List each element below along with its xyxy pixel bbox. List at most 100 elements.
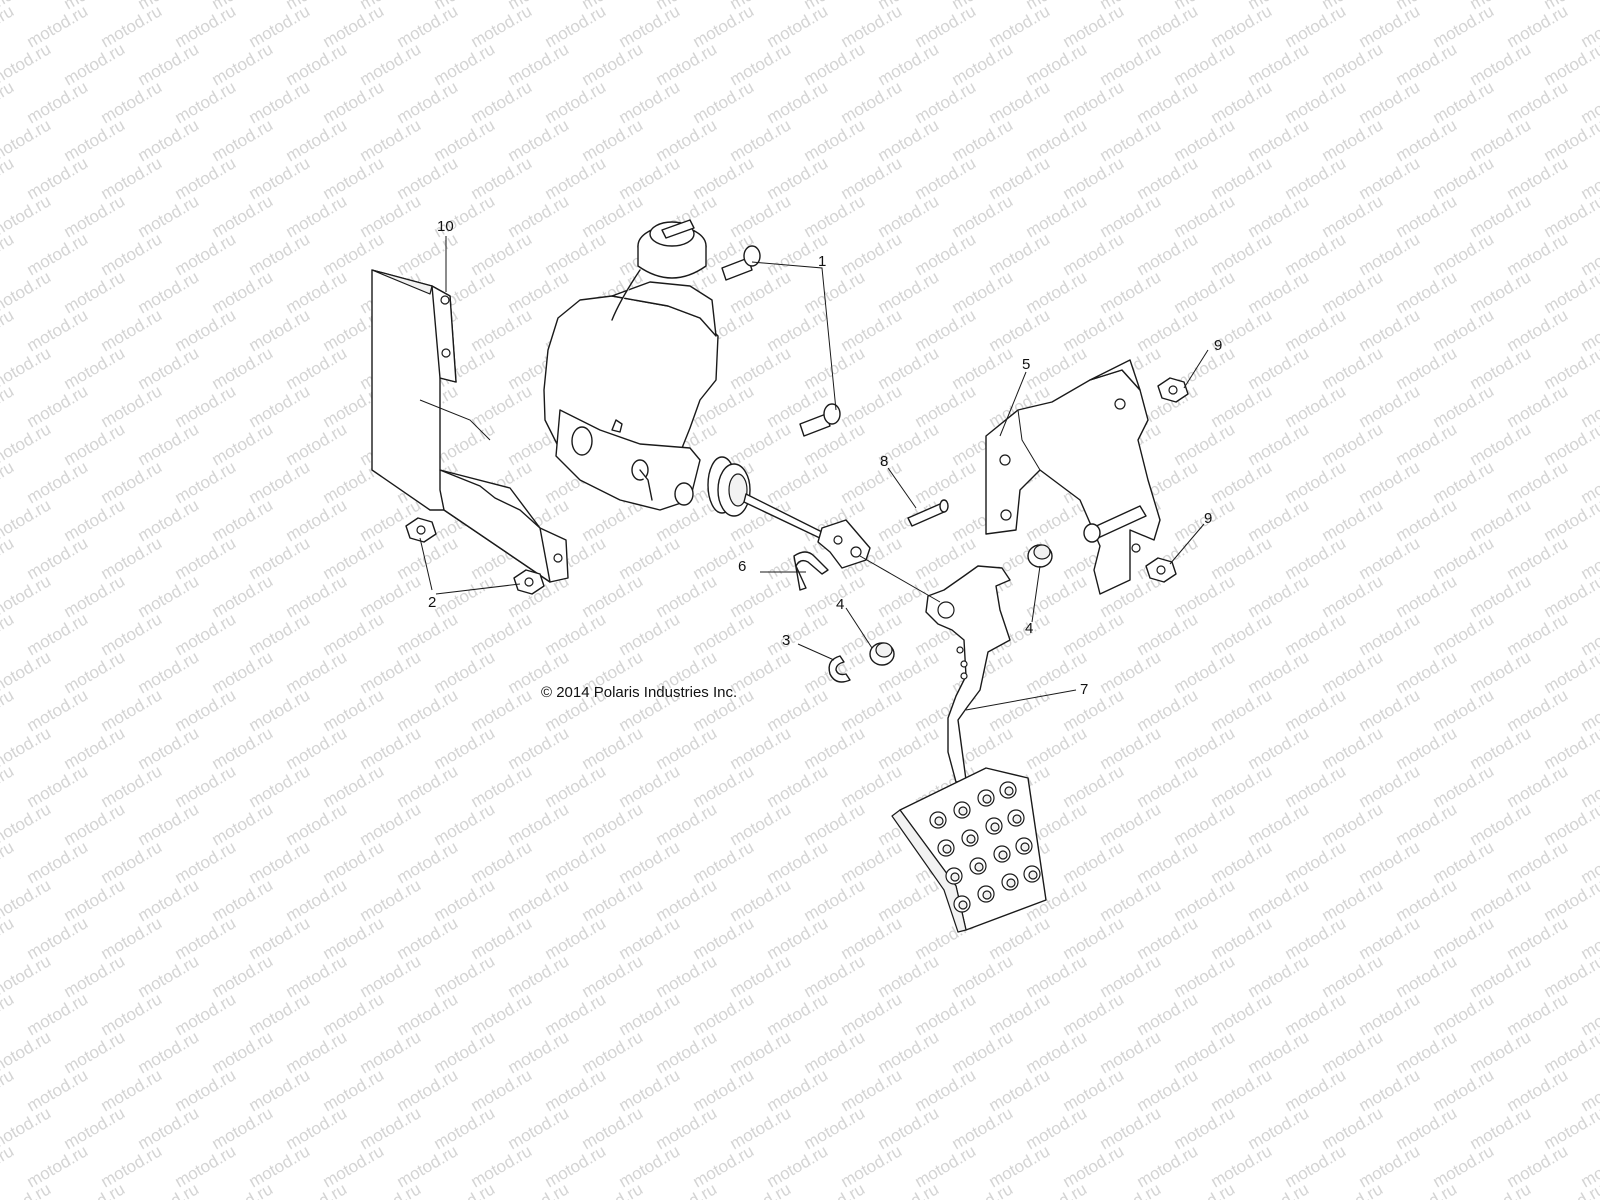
watermark-text: motod.ru — [801, 875, 869, 925]
watermark-text: motod.ru — [1245, 1103, 1313, 1153]
watermark-text: motod.ru — [61, 723, 129, 773]
watermark-text: motod.ru — [1393, 419, 1461, 469]
watermark-text: motod.ru — [172, 77, 240, 127]
watermark-text: motod.ru — [1245, 419, 1313, 469]
watermark-text: motod.ru — [579, 875, 647, 925]
watermark-text: motod.ru — [468, 609, 536, 659]
watermark-text: motod.ru — [653, 39, 721, 89]
watermark-text: motod.ru — [838, 1, 906, 51]
watermark-text: motod.ru — [949, 343, 1017, 393]
watermark-text: motod.ru — [1282, 381, 1350, 431]
watermark-text: motod.ru — [357, 1179, 425, 1200]
watermark-text: motod.ru — [468, 761, 536, 811]
watermark-text: motod.ru — [1023, 39, 1091, 89]
watermark-text: motod.ru — [1171, 115, 1239, 165]
watermark-text: motod.ru — [1356, 305, 1424, 355]
watermark-text: motod.ru — [1245, 191, 1313, 241]
watermark-text: motod.ru — [1208, 989, 1276, 1039]
watermark-text: motod.ru — [875, 115, 943, 165]
watermark-text: motod.ru — [0, 913, 17, 963]
watermark-text: motod.ru — [135, 951, 203, 1001]
cotter-pin — [793, 551, 829, 591]
watermark-text: motod.ru — [1356, 1, 1424, 51]
watermark-text: motod.ru — [1023, 571, 1091, 621]
watermark-text: motod.ru — [912, 1141, 980, 1191]
watermark-text: motod.ru — [1356, 381, 1424, 431]
watermark-text: motod.ru — [1208, 229, 1276, 279]
watermark-text: motod.ru — [764, 153, 832, 203]
watermark-text: motod.ru — [1171, 647, 1239, 697]
watermark-text: motod.ru — [1134, 609, 1202, 659]
watermark-text: motod.ru — [0, 381, 17, 431]
watermark-text: motod.ru — [1504, 533, 1572, 583]
watermark-text: motod.ru — [1060, 685, 1128, 735]
watermark-text: motod.ru — [172, 153, 240, 203]
watermark-text: motod.ru — [875, 951, 943, 1001]
watermark-text: motod.ru — [0, 305, 17, 355]
pad-hole-inner — [958, 806, 968, 816]
callout-2: 2 — [428, 594, 436, 611]
watermark-text: motod.ru — [1134, 153, 1202, 203]
watermark-text: motod.ru — [1134, 1065, 1202, 1115]
watermark-text: motod.ru — [172, 609, 240, 659]
watermark-text: motod.ru — [1541, 39, 1600, 89]
watermark-text: motod.ru — [1541, 571, 1600, 621]
watermark-text: motod.ru — [1467, 1103, 1535, 1153]
watermark-text: motod.ru — [1208, 1, 1276, 51]
watermark-text: motod.ru — [912, 153, 980, 203]
watermark-text: motod.ru — [1393, 343, 1461, 393]
watermark-text: motod.ru — [1245, 799, 1313, 849]
watermark-text: motod.ru — [283, 799, 351, 849]
watermark-text: motod.ru — [1245, 343, 1313, 393]
watermark-text: motod.ru — [135, 723, 203, 773]
watermark-text: motod.ru — [357, 1103, 425, 1153]
watermark-text: motod.ru — [209, 875, 277, 925]
watermark-text: motod.ru — [24, 913, 92, 963]
watermark-text: motod.ru — [24, 989, 92, 1039]
watermark-text: motod.ru — [690, 1065, 758, 1115]
watermark-text: motod.ru — [246, 229, 314, 279]
watermark-text: motod.ru — [986, 153, 1054, 203]
watermark-text: motod.ru — [0, 229, 17, 279]
watermark-text: motod.ru — [912, 229, 980, 279]
watermark-text: motod.ru — [616, 77, 684, 127]
watermark-text: motod.ru — [320, 153, 388, 203]
watermark-text: motod.ru — [172, 229, 240, 279]
watermark-text: motod.ru — [875, 191, 943, 241]
watermark-text: motod.ru — [394, 153, 462, 203]
watermark-text: motod.ru — [1467, 875, 1535, 925]
watermark-text: motod.ru — [1504, 153, 1572, 203]
watermark-text: motod.ru — [135, 39, 203, 89]
watermark-text: motod.ru — [616, 153, 684, 203]
watermark-text: motod.ru — [801, 39, 869, 89]
watermark-text: motod.ru — [357, 647, 425, 697]
watermark-text: motod.ru — [246, 77, 314, 127]
watermark-text: motod.ru — [505, 191, 573, 241]
watermark-text: motod.ru — [912, 989, 980, 1039]
watermark-text: motod.ru — [505, 1179, 573, 1200]
watermark-text: motod.ru — [320, 609, 388, 659]
watermark-text: motod.ru — [1430, 1141, 1498, 1191]
watermark-text: motod.ru — [431, 799, 499, 849]
watermark-text: motod.ru — [1393, 799, 1461, 849]
watermark-text: motod.ru — [1319, 951, 1387, 1001]
watermark-text: motod.ru — [1171, 191, 1239, 241]
pad-hole-inner — [1006, 878, 1016, 888]
watermark-text: motod.ru — [0, 989, 17, 1039]
watermark-text: motod.ru — [1319, 647, 1387, 697]
watermark-text: motod.ru — [1319, 1103, 1387, 1153]
watermark-text: motod.ru — [801, 951, 869, 1001]
watermark-text: motod.ru — [468, 1065, 536, 1115]
watermark-text: motod.ru — [209, 1179, 277, 1200]
watermark-text: motod.ru — [875, 267, 943, 317]
watermark-text: motod.ru — [246, 305, 314, 355]
pad-hole-inner — [982, 890, 992, 900]
pedal-mount-bracket — [985, 359, 1161, 595]
watermark-text: motod.ru — [98, 229, 166, 279]
watermark-text: motod.ru — [542, 1065, 610, 1115]
watermark-text: motod.ru — [209, 951, 277, 1001]
watermark-text: motod.ru — [283, 571, 351, 621]
watermark-text: motod.ru — [0, 1141, 17, 1191]
watermark-text: motod.ru — [764, 609, 832, 659]
watermark-text: motod.ru — [1467, 1179, 1535, 1200]
